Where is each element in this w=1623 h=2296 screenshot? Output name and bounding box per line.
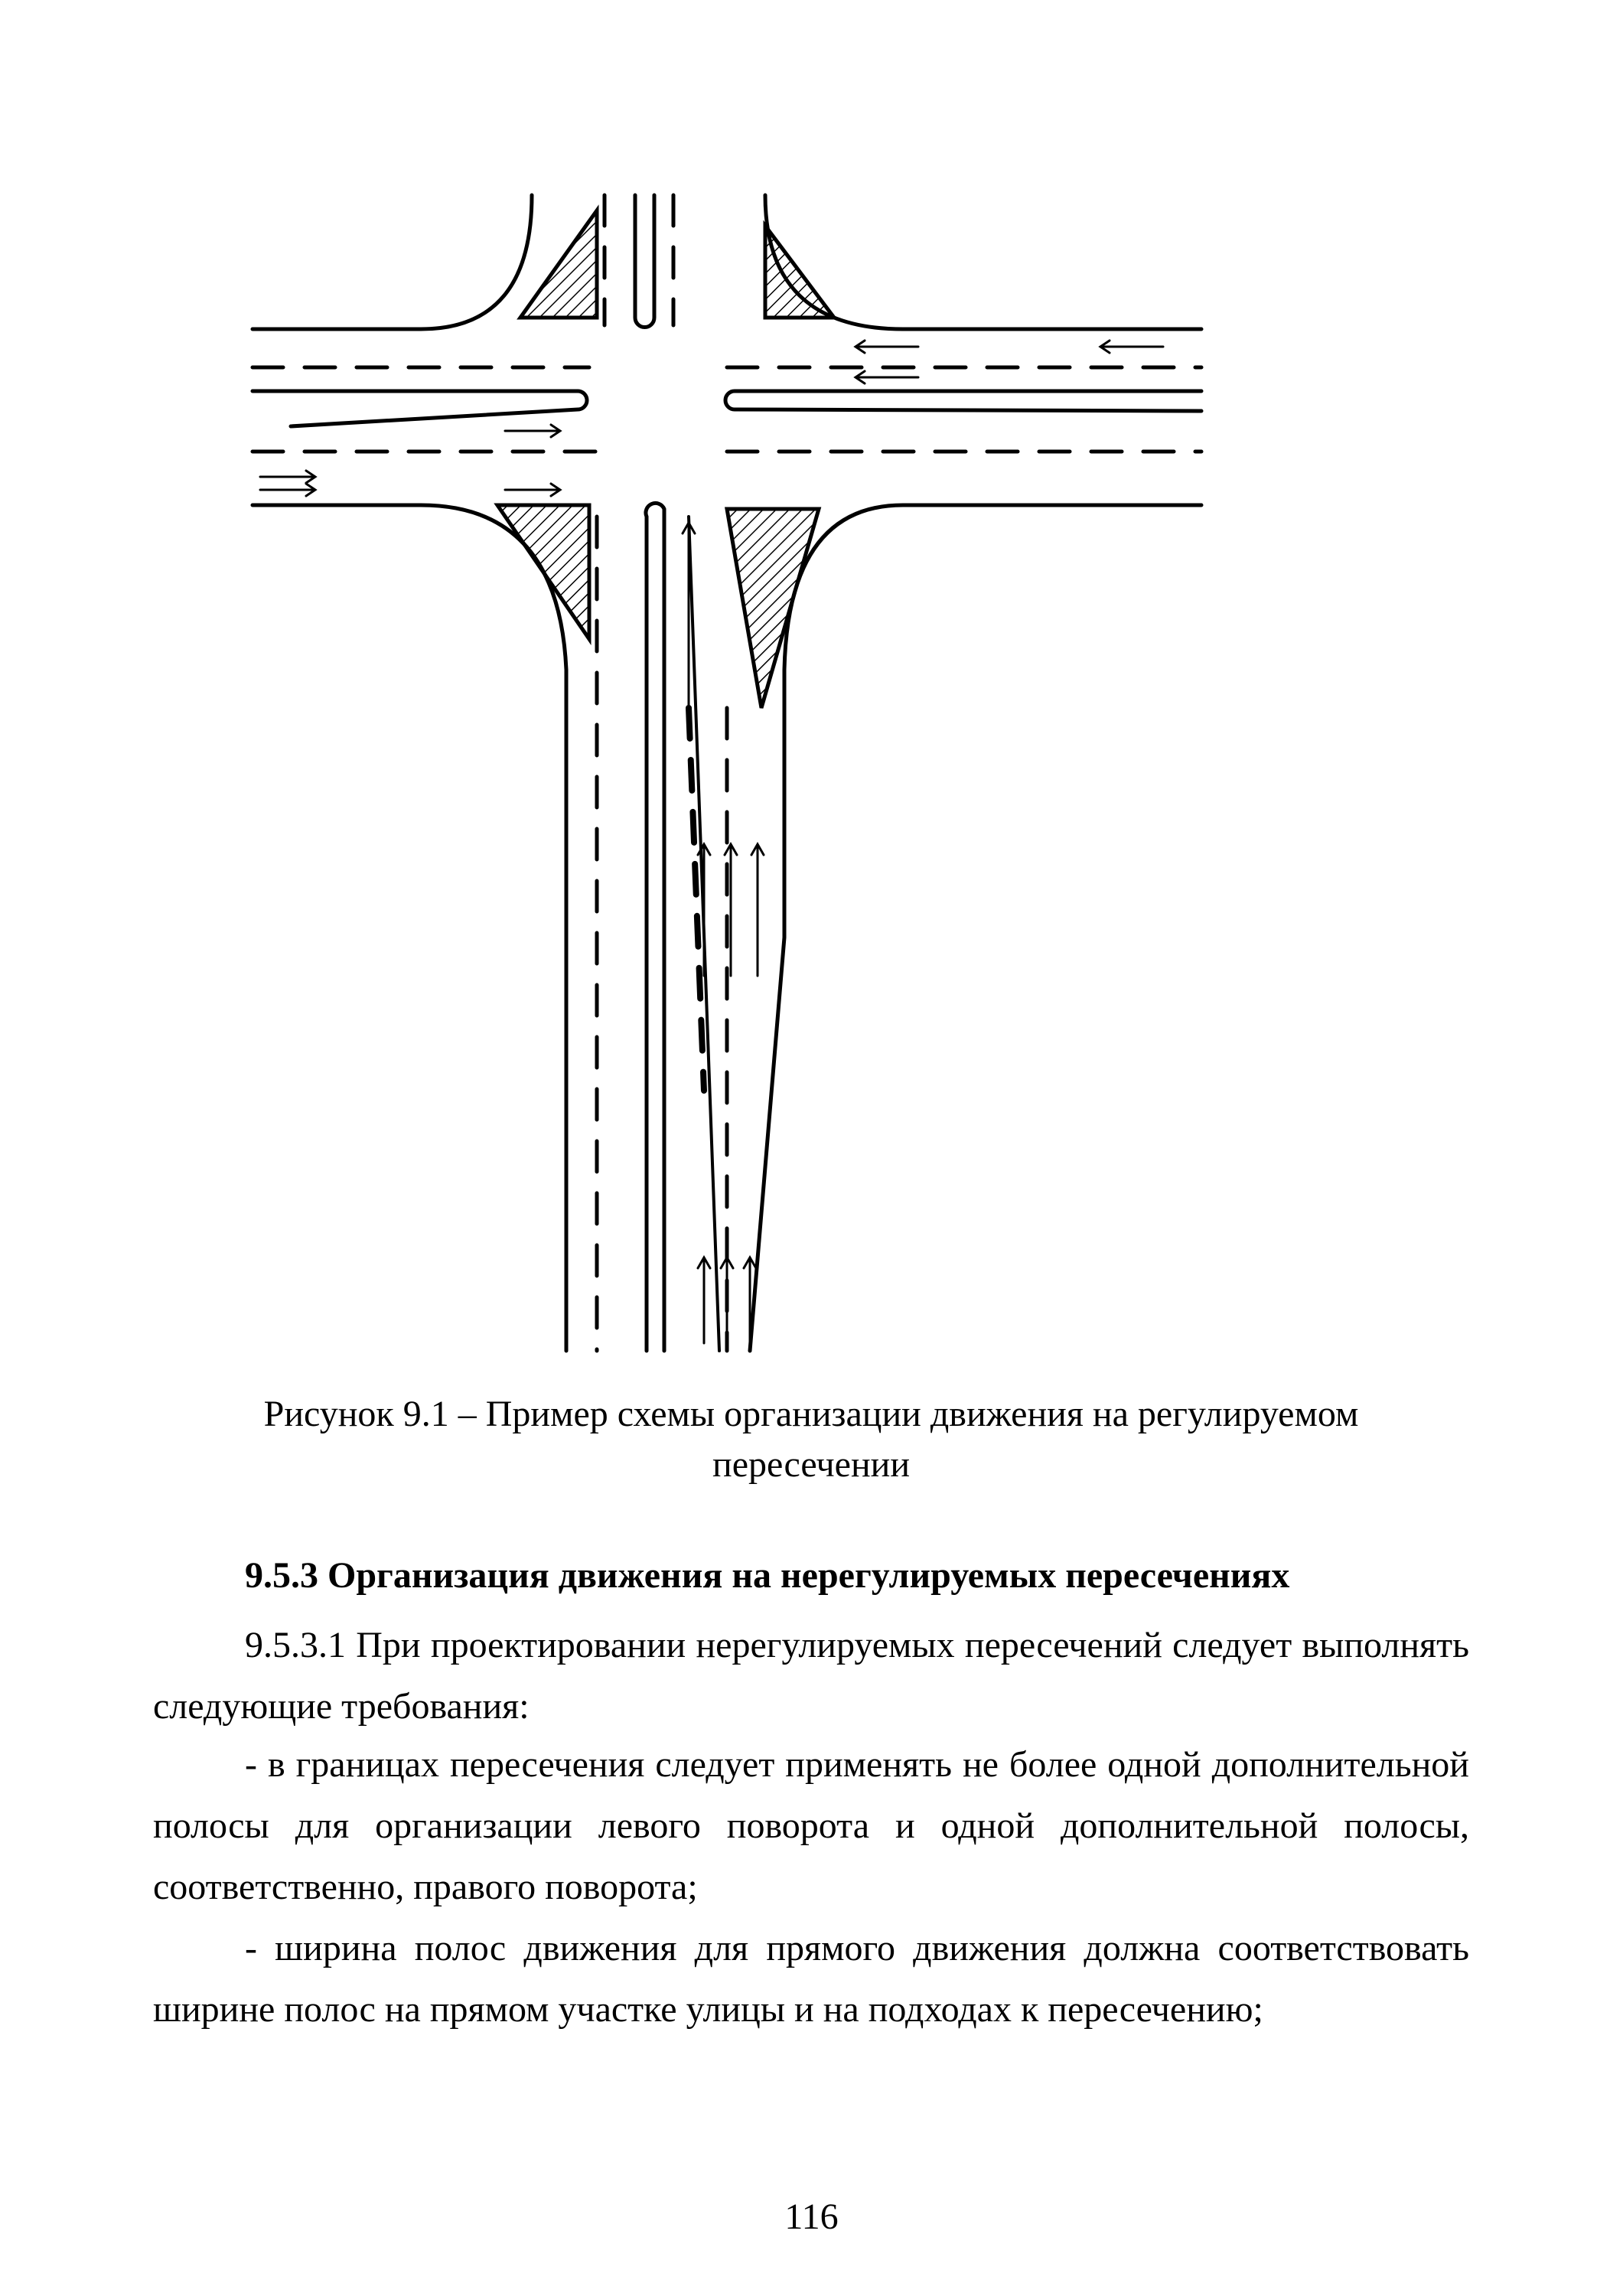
- page-number: 116: [784, 2197, 839, 2237]
- section-heading: 9.5.3 Организация движения на нерегулиру…: [245, 1555, 1290, 1596]
- lane-markings: [250, 193, 1204, 1353]
- intersection-diagram: [230, 172, 1224, 1389]
- figure-caption-line-2: пересечении: [712, 1444, 910, 1485]
- medians: [250, 193, 1204, 1353]
- traffic-islands: [494, 204, 838, 709]
- figure-caption-line-1: Рисунок 9.1 – Пример схемы организации д…: [263, 1394, 1359, 1434]
- paragraph-requirements-intro: 9.5.3.1 При проектировании нерегулируемы…: [153, 1625, 1469, 1727]
- paragraph-turn-lanes: - в границах пересечения следует применя…: [153, 1744, 1469, 1907]
- direction-arrows: [259, 339, 1165, 1345]
- paragraph-lane-width: - ширина полос движения для прямого движ…: [153, 1928, 1469, 2030]
